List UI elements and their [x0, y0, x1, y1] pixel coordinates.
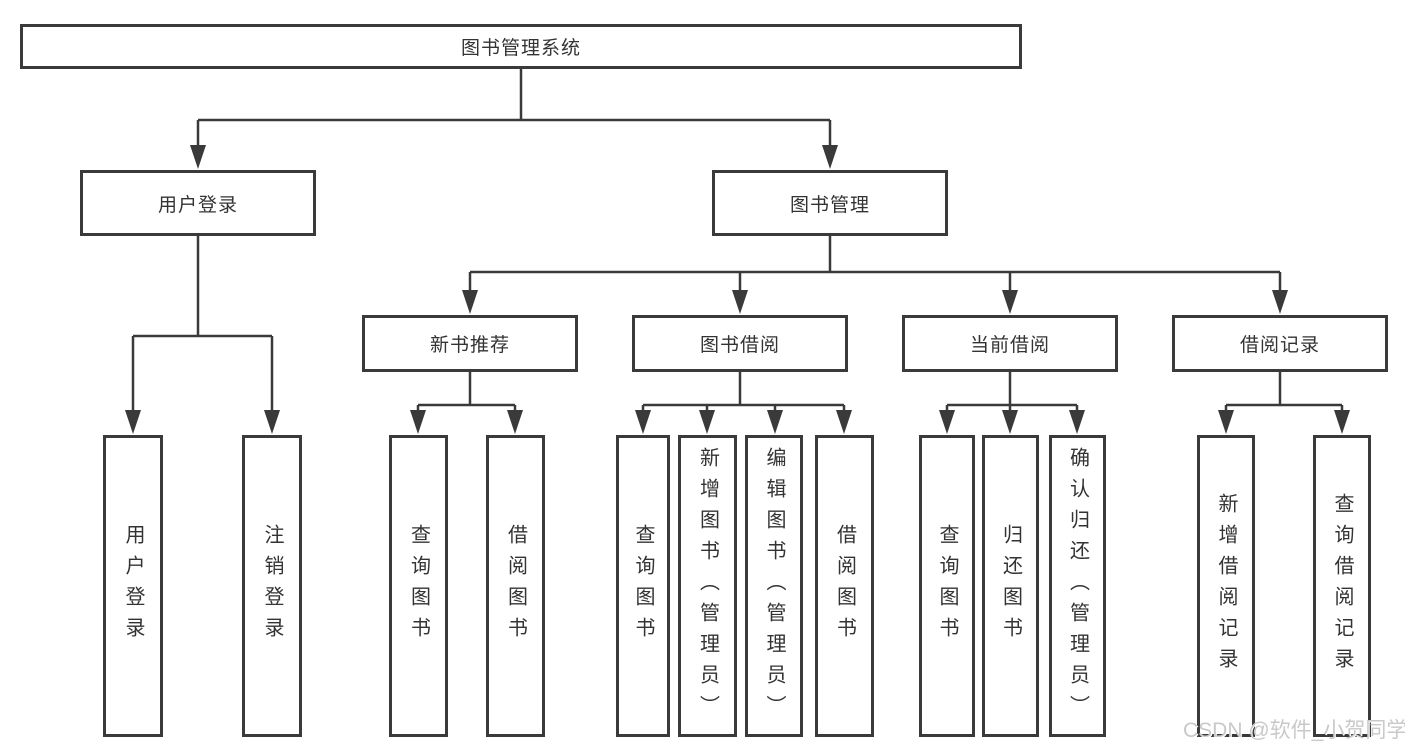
node-borrowing-records: 借阅记录 — [1172, 315, 1388, 372]
leaf-recommend-borrow-books: 借阅图书 — [486, 435, 545, 737]
node-user-login-label: 用户登录 — [157, 194, 238, 216]
node-new-book-recommendation-label: 新书推荐 — [429, 335, 510, 356]
leaf-add-books-admin: 新增图书（管理员） — [678, 435, 737, 737]
leaf-current-query-books-label: 查询图书 — [936, 524, 958, 648]
node-book-borrowing-label: 图书借阅 — [699, 335, 780, 356]
node-book-management-label: 图书管理 — [789, 194, 870, 216]
leaf-edit-books-admin: 编辑图书（管理员） — [745, 435, 803, 737]
node-root-system: 图书管理系统 — [20, 24, 1022, 69]
node-current-borrowing-label: 当前借阅 — [969, 335, 1050, 356]
leaf-confirm-return-admin: 确认归还（管理员） — [1049, 435, 1106, 737]
leaf-borrow-query-books: 查询图书 — [616, 435, 670, 737]
leaf-add-books-admin-label: 新增图书（管理员） — [696, 446, 719, 726]
leaf-current-query-books: 查询图书 — [919, 435, 975, 737]
leaf-add-borrow-record: 新增借阅记录 — [1197, 435, 1255, 737]
leaf-add-borrow-record-label: 新增借阅记录 — [1215, 493, 1237, 679]
leaf-recommend-query-books: 查询图书 — [389, 435, 448, 737]
leaf-borrow-query-books-label: 查询图书 — [632, 524, 654, 648]
node-user-login: 用户登录 — [80, 170, 316, 236]
leaf-confirm-return-admin-label: 确认归还（管理员） — [1066, 446, 1089, 726]
leaf-recommend-borrow-books-label: 借阅图书 — [504, 524, 527, 648]
node-current-borrowing: 当前借阅 — [902, 315, 1118, 372]
node-borrowing-records-label: 借阅记录 — [1239, 335, 1320, 356]
leaf-logout-label: 注销登录 — [261, 524, 283, 648]
leaf-recommend-query-books-label: 查询图书 — [407, 524, 430, 648]
leaf-borrow-books: 借阅图书 — [815, 435, 874, 737]
leaf-user-login-label: 用户登录 — [122, 524, 144, 648]
leaf-query-borrow-record: 查询借阅记录 — [1313, 435, 1371, 737]
node-book-management: 图书管理 — [712, 170, 948, 236]
leaf-return-books-label: 归还图书 — [999, 524, 1022, 648]
node-new-book-recommendation: 新书推荐 — [362, 315, 578, 372]
leaf-logout: 注销登录 — [242, 435, 302, 737]
leaf-borrow-books-label: 借阅图书 — [833, 524, 856, 648]
node-root-system-label: 图书管理系统 — [460, 38, 581, 59]
leaf-query-borrow-record-label: 查询借阅记录 — [1331, 493, 1353, 679]
leaf-user-login: 用户登录 — [103, 435, 163, 737]
node-book-borrowing: 图书借阅 — [632, 315, 848, 372]
csdn-watermark: CSDN @软件_小贺同学 — [1183, 719, 1405, 742]
leaf-edit-books-admin-label: 编辑图书（管理员） — [763, 446, 785, 726]
leaf-return-books: 归还图书 — [982, 435, 1039, 737]
